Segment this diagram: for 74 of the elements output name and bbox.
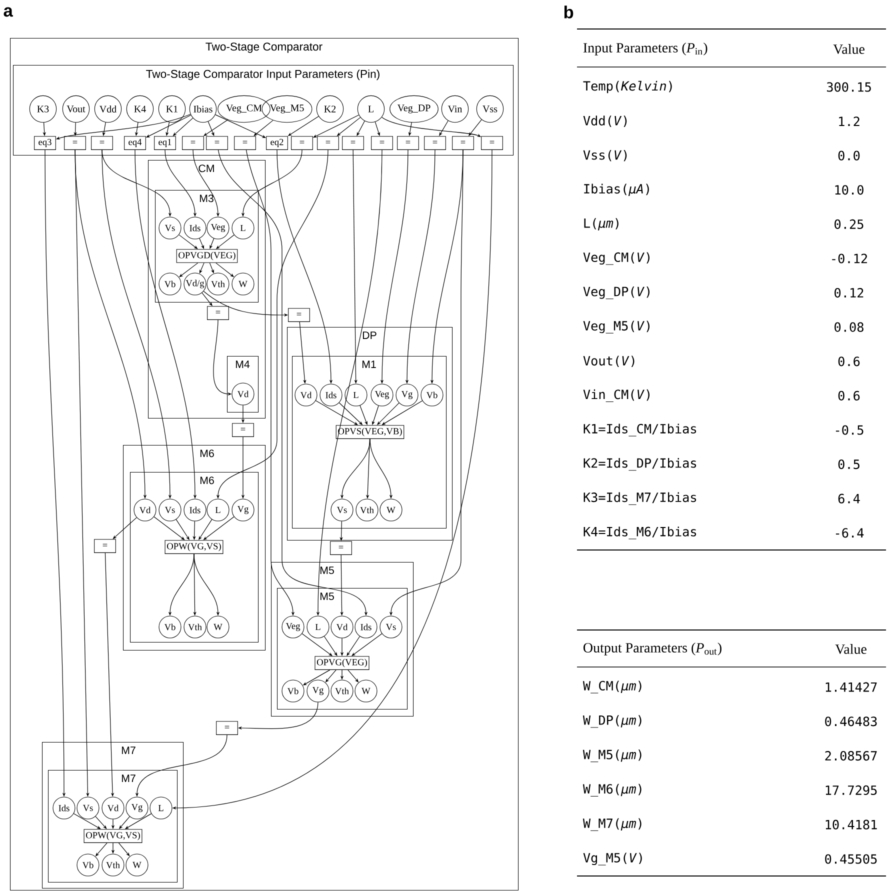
table-cell: Vdd(V) — [583, 116, 627, 127]
operator-box: OPVGD(VEG) — [176, 249, 238, 263]
table-cell: L(μm) — [584, 218, 618, 230]
table-cell: Output Parameters (P$_{out}$) — [584, 642, 722, 656]
table-cell: 0.0 — [838, 150, 860, 160]
table-cell: 17.7295 — [826, 785, 877, 795]
equation-box: = — [206, 136, 228, 150]
table-cell: 0.25 — [834, 219, 864, 229]
table-cell: 6.4 — [838, 494, 860, 504]
table-cell: Vg_M5(V) — [583, 852, 642, 866]
equation-box: = — [232, 423, 254, 437]
equation-box: = — [371, 136, 393, 150]
table-cell: 0.46483 — [825, 716, 877, 726]
equation-box: eq1 — [154, 136, 176, 150]
operator-box: OPW(VG,VS) — [84, 829, 142, 843]
table-cell: Veg_CM(V) — [583, 252, 650, 265]
equation-box: eq3 — [34, 136, 56, 150]
table-cell: Vin_CM(V) — [583, 389, 650, 402]
equation-box: = — [207, 306, 229, 320]
panel-letter: b — [564, 6, 574, 18]
equation-box: = — [330, 541, 352, 555]
equation-box: eq4 — [124, 136, 146, 150]
equation-box: = — [94, 539, 116, 553]
table-cell: 1.2 — [839, 116, 860, 126]
equation-box: = — [481, 136, 503, 150]
table-cell: Ibias(μA) — [584, 184, 649, 196]
table-cell: 10.0 — [835, 185, 864, 195]
table-cell: K3=Ids_M7/Ibias — [584, 492, 696, 505]
equation-box: = — [424, 136, 446, 150]
table-cell: 0.45505 — [825, 854, 877, 864]
table-cell: 0.5 — [838, 460, 860, 470]
table-cell: -6.4 — [836, 528, 864, 538]
equation-box: = — [342, 136, 364, 150]
table-cell: 0.08 — [834, 322, 864, 332]
equation-box: = — [317, 136, 339, 150]
equation-box: = — [216, 721, 238, 735]
table-cell: 1.41427 — [826, 682, 877, 692]
equation-box: = — [91, 136, 113, 150]
table-cell: 0.12 — [834, 288, 864, 298]
arrow — [179, 262, 198, 278]
equation-box: eq2 — [266, 136, 288, 150]
table-cell: Vout(V) — [583, 356, 634, 368]
table-cell: W_M7(μm) — [582, 818, 642, 831]
table-cell: 10.4181 — [826, 820, 877, 830]
table-cell: W_CM(μm) — [582, 680, 642, 694]
table-cell: Value — [833, 44, 864, 54]
table-cell: Input Parameters (P$_{in}$) — [583, 42, 708, 56]
table-cell: K1=Ids_CM/Ibias — [584, 424, 696, 436]
equation-box: = — [64, 136, 86, 150]
equation-box: = — [291, 136, 313, 150]
table-cell: 2.08567 — [825, 751, 877, 761]
operator-box: OPW(VG,VS) — [164, 540, 224, 554]
panel-letter: a — [4, 7, 13, 17]
table-cell: Vss(V) — [583, 150, 627, 162]
table-cell: Value — [835, 644, 866, 654]
equation-box: = — [234, 136, 256, 150]
table-cell: 0.6 — [838, 356, 860, 366]
equation-box: = — [288, 308, 310, 322]
equation-box: = — [397, 136, 419, 150]
table-cell: K4=Ids_M6/Ibias — [584, 526, 696, 540]
table-cell: Veg_M5(V) — [583, 320, 650, 334]
table-cell: Veg_DP(V) — [583, 286, 650, 300]
table-cell: Temp(Kelvin) — [583, 80, 672, 94]
table-cell: W_M5(μm) — [582, 750, 642, 762]
table-cell: 0.6 — [838, 390, 860, 400]
table-cell: K2=Ids_DP/Ibias — [584, 458, 696, 471]
equation-box: = — [452, 136, 474, 150]
table-cell: W_DP(μm) — [582, 715, 642, 728]
table-cell: -0.12 — [832, 254, 867, 264]
operator-box: OPVG(VEG) — [314, 656, 370, 670]
table-cell: W_M6(μm) — [582, 784, 642, 796]
equation-box: = — [182, 136, 204, 150]
table-cell: 300.15 — [826, 82, 871, 92]
table-cell: -0.5 — [836, 425, 864, 435]
